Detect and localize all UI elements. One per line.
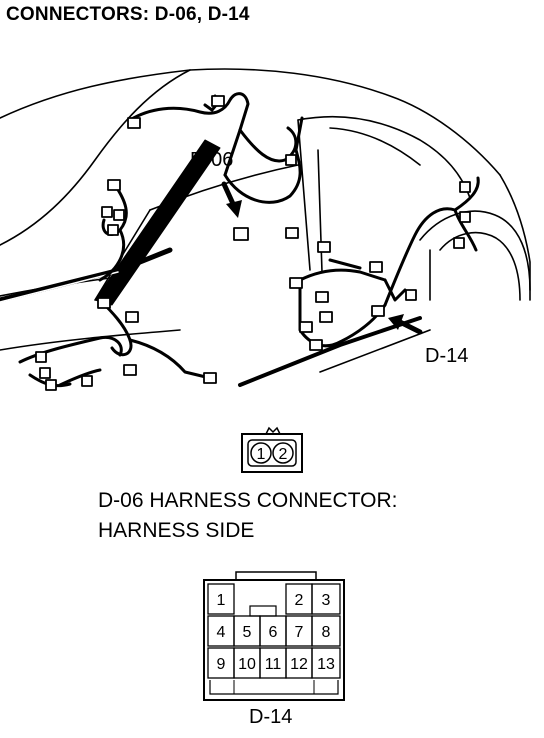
rear-harness — [298, 176, 480, 348]
floor-rod — [238, 316, 422, 387]
d14-pin-12-label: 12 — [290, 656, 308, 673]
d14-pin-8-label: 8 — [322, 624, 331, 641]
d14-pin-6-label: 6 — [269, 624, 278, 641]
d06-caption-line-2: HARNESS SIDE — [98, 519, 255, 542]
d06-callout: D-06 — [190, 149, 234, 171]
d14-pin-3-label: 3 — [322, 592, 331, 609]
roof-harness — [128, 92, 304, 204]
d14-pin-2-label: 2 — [295, 592, 304, 609]
d06-pin-2: 2 — [272, 442, 294, 464]
d14-pin-11-label: 11 — [265, 656, 282, 673]
d06-pin-1-label: 1 — [257, 446, 266, 463]
d06-caption-line-1: D-06 HARNESS CONNECTOR: — [98, 489, 398, 512]
d06-pin-2-label: 2 — [279, 446, 288, 463]
d14-cell-8 — [311, 615, 341, 647]
d14-cell-13 — [311, 647, 341, 679]
d06-caption: D-06 HARNESS CONNECTOR: HARNESS SIDE — [98, 486, 398, 546]
d14-callout: D-14 — [425, 345, 469, 367]
d14-pin-4-label: 4 — [217, 624, 226, 641]
d14-pin-5-label: 5 — [243, 624, 252, 641]
d06-pin-1: 1 — [250, 442, 272, 464]
d06-arrow — [221, 181, 242, 218]
car-body-outline — [0, 68, 531, 373]
d14-connector-face: 1 2 3 4 5 6 7 8 9 10 11 12 13 — [203, 571, 345, 701]
d14-pin-9-label: 9 — [217, 656, 226, 673]
d14-pin-7-label: 7 — [295, 624, 304, 641]
d14-pin-1-label: 1 — [217, 592, 226, 609]
vehicle-harness-illustration — [0, 68, 531, 391]
d06-connector-face: 1 2 — [241, 426, 303, 473]
d14-pin-10-label: 10 — [238, 656, 256, 673]
d14-arrow — [388, 314, 423, 335]
d14-cell-3 — [311, 583, 341, 615]
d14-connector-label: D-14 — [249, 706, 293, 728]
connector-boxes — [35, 95, 471, 391]
d14-pin-13-label: 13 — [317, 656, 335, 673]
d14-cell-1 — [207, 583, 235, 615]
page-title: CONNECTORS: D-06, D-14 — [6, 4, 250, 25]
